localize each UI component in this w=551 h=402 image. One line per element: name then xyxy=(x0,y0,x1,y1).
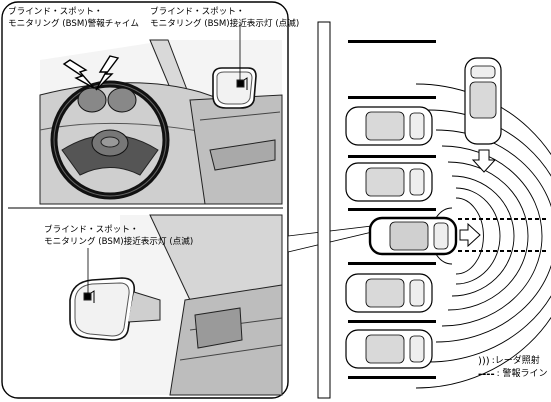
indicator-label-top: ブラインド・スポット・ モニタリング (BSM)接近表示灯 (点滅) xyxy=(150,6,299,30)
parked-car xyxy=(345,162,433,202)
indicator-label-bottom: ブラインド・スポット・ モニタリング (BSM)接近表示灯 (点滅) xyxy=(44,224,193,248)
road-diagram xyxy=(317,21,551,399)
road-wall xyxy=(317,21,331,399)
mirror-illustration xyxy=(69,214,283,396)
own-vehicle xyxy=(368,216,458,256)
approach-direction-arrow xyxy=(471,149,497,173)
parked-car xyxy=(345,329,433,369)
lane-markers xyxy=(348,40,436,379)
chime-lightning-icon xyxy=(62,55,120,91)
indicator-top-line2: モニタリング (BSM)接近表示灯 (点滅) xyxy=(150,19,300,29)
indicator-bottom-line1: ブラインド・スポット・ xyxy=(44,225,139,235)
warning-lines xyxy=(458,218,548,252)
radar-symbol-icon: ))) xyxy=(478,356,490,367)
legend-radar-text: :レーダ照射 xyxy=(491,356,540,366)
legend: ))) :レーダ照射 ---- : 警報ライン xyxy=(478,355,548,381)
legend-warning: ---- : 警報ライン xyxy=(478,368,548,381)
warning-line-symbol-icon: ---- xyxy=(478,369,495,380)
parked-car xyxy=(345,106,433,146)
legend-warning-text: : 警報ライン xyxy=(496,369,548,379)
legend-radar: ))) :レーダ照射 xyxy=(478,355,548,368)
chime-label-line2: モニタリング (BSM)警報チャイム xyxy=(8,19,139,29)
indicator-top-line1: ブラインド・スポット・ xyxy=(150,7,245,17)
indicator-bottom-line2: モニタリング (BSM)接近表示灯 (点滅) xyxy=(44,237,194,247)
approaching-vehicle xyxy=(464,57,502,145)
own-direction-arrow xyxy=(459,222,481,248)
parked-car xyxy=(345,273,433,313)
chime-label: ブラインド・スポット・ モニタリング (BSM)警報チャイム xyxy=(8,6,139,30)
chime-label-line1: ブラインド・スポット・ xyxy=(8,7,103,17)
